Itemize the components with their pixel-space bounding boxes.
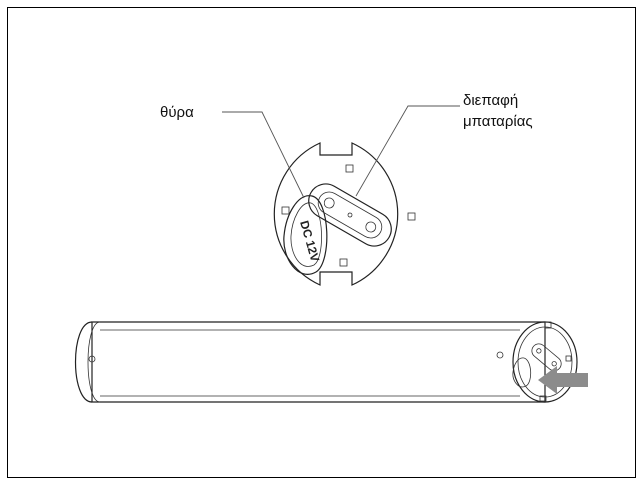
tube-screw <box>88 355 96 363</box>
label-battery-interface-1: διεπαφή <box>463 92 518 109</box>
end-cap-outline <box>273 142 399 286</box>
label-battery-interface-2: μπαταρίας <box>463 113 533 130</box>
contact-pin <box>365 221 377 233</box>
door-marking: DC 12V <box>297 219 322 263</box>
insertion-arrow <box>538 366 588 394</box>
door-leader-line <box>222 111 305 199</box>
mount-slot <box>339 258 348 267</box>
mount-slot <box>407 212 416 221</box>
mount-slot <box>345 164 354 173</box>
motor-tube <box>74 321 578 403</box>
mount-slot <box>281 206 290 215</box>
tube-screw <box>496 351 504 359</box>
battery-interface-plate <box>308 183 392 247</box>
battery-door: DC 12V <box>283 195 328 275</box>
end-cap-detail: DC 12V <box>273 142 416 286</box>
contact-pin <box>323 197 335 209</box>
interface-leader-line <box>355 105 460 197</box>
label-door: θύρα <box>160 104 194 121</box>
